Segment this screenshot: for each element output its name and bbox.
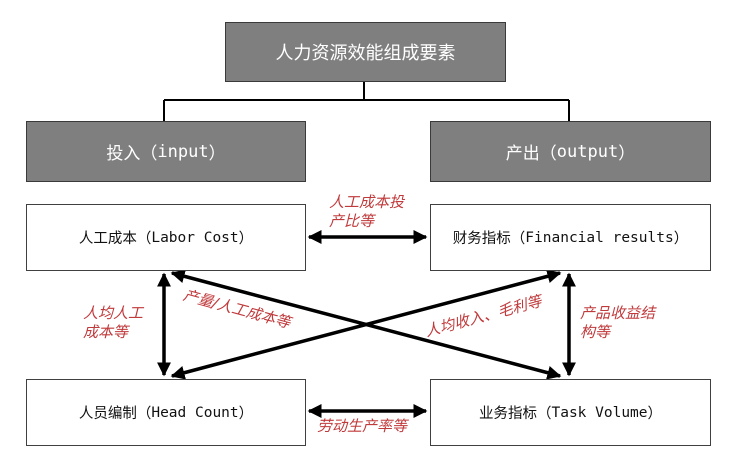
output-label-paren-open: （	[539, 144, 557, 164]
node-financial-results: 财务指标（Financial results）	[430, 204, 711, 271]
paren-open: （	[136, 231, 152, 247]
output-label-paren-close: ）	[618, 144, 636, 164]
relation-label-line: 人工成本投	[329, 193, 405, 211]
output-category-box: 产出（output）	[430, 121, 711, 182]
input-label-paren-open: （	[140, 144, 158, 164]
node-financial-cn: 财务指标	[452, 231, 511, 247]
node-labor-cost: 人工成本（Labor Cost）	[26, 204, 306, 271]
input-label-cn: 投入	[106, 144, 141, 164]
paren-open: （	[136, 406, 152, 422]
paren-open: （	[510, 231, 526, 247]
node-task-volume-en: Task Volume	[551, 404, 648, 421]
node-labor-cost-en: Labor Cost	[151, 229, 239, 246]
paren-close: ）	[647, 406, 663, 422]
node-head-count-cn: 人员编制	[78, 406, 137, 422]
input-category-box: 投入（input）	[26, 121, 306, 182]
arrow-diagonal-headcount-financial	[170, 269, 562, 380]
paren-close: ）	[238, 406, 254, 422]
relation-label-headcount-task: 劳动生产率等	[317, 417, 408, 435]
node-financial-en: Financial results	[525, 229, 674, 246]
relation-label-line: 构等	[580, 323, 611, 341]
relation-label-line: 人均人工	[83, 304, 144, 322]
relation-label-financial-task: 产品收益结 构等	[580, 304, 655, 342]
input-label-paren-close: ）	[208, 144, 226, 164]
diagram-title-box: 人力资源效能组成要素	[225, 22, 506, 82]
relation-label-line: 产比等	[329, 212, 375, 230]
output-label-en: output	[556, 141, 619, 162]
diagram-title: 人力资源效能组成要素	[275, 43, 456, 64]
node-task-volume: 业务指标（Task Volume）	[430, 379, 711, 446]
node-task-volume-cn: 业务指标	[478, 406, 537, 422]
relation-label-line: 成本等	[83, 323, 129, 341]
relation-label-labor-financial: 人工成本投 产比等	[329, 193, 404, 231]
node-head-count-en: Head Count	[151, 404, 239, 421]
paren-close: ）	[673, 231, 689, 247]
node-head-count: 人员编制（Head Count）	[26, 379, 306, 446]
paren-open: （	[536, 406, 552, 422]
paren-close: ）	[238, 231, 254, 247]
relation-label-line: 产品收益结	[580, 304, 656, 322]
node-labor-cost-cn: 人工成本	[78, 231, 137, 247]
input-label-en: input	[157, 141, 209, 162]
relation-label-labor-headcount: 人均人工 成本等	[83, 304, 143, 342]
output-label-cn: 产出	[505, 144, 540, 164]
